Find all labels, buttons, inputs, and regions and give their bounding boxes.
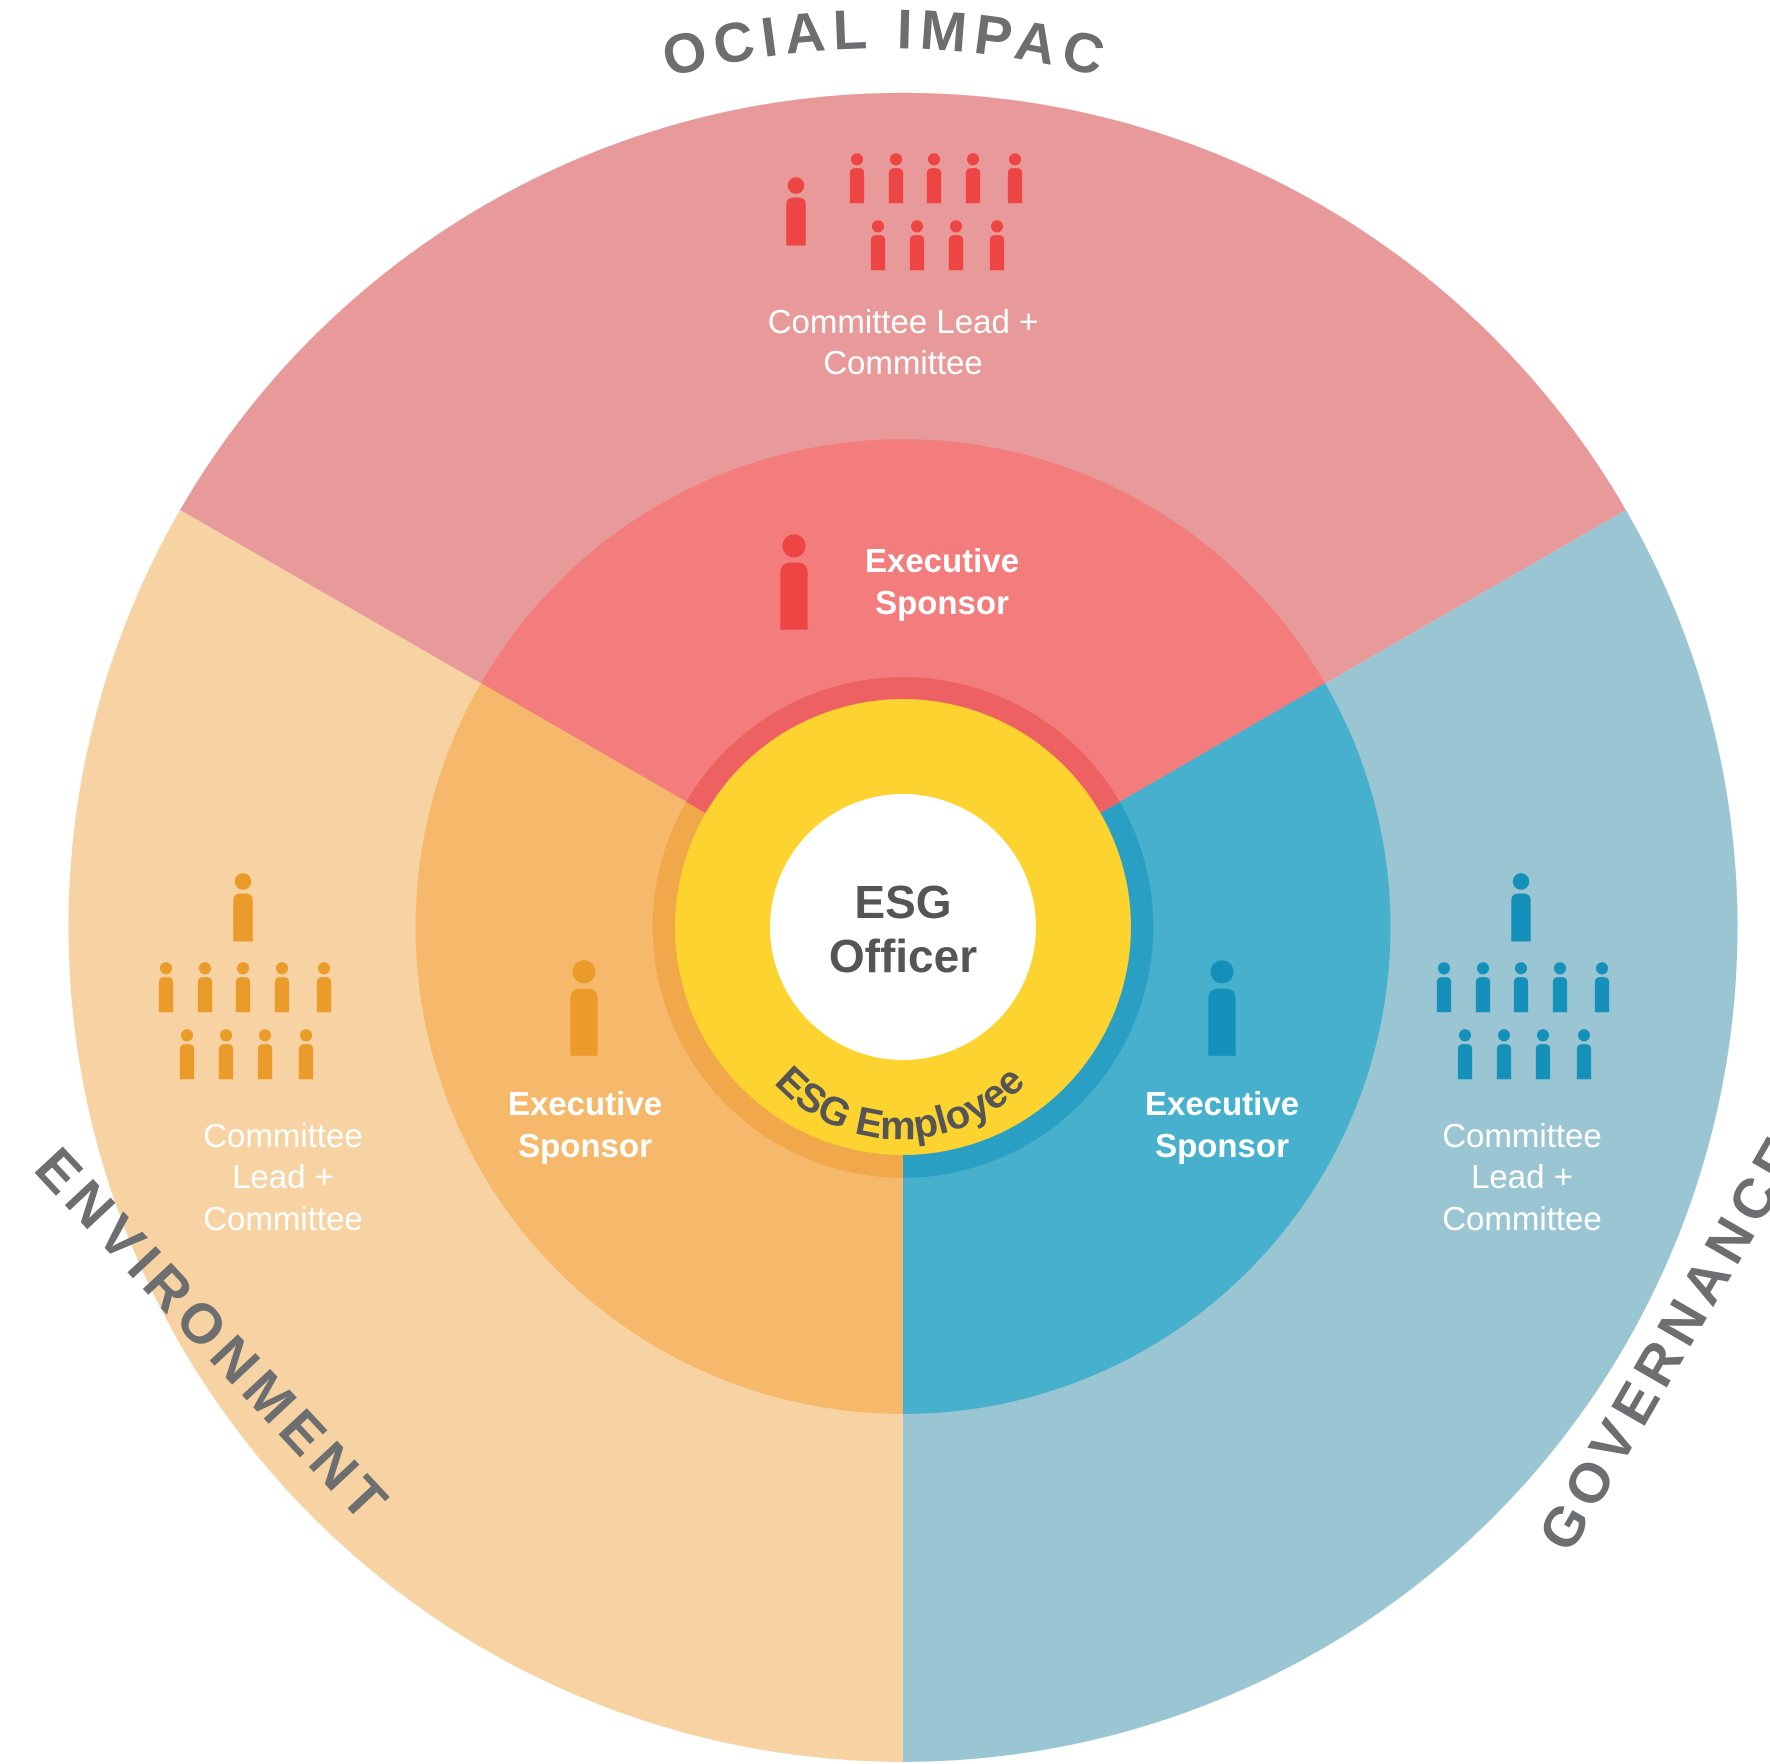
environment-committee-line2: Lead + xyxy=(232,1158,334,1195)
governance-committee-lead-icon xyxy=(1511,873,1531,942)
esg-officer-title-line1: ESG xyxy=(854,876,951,928)
environment-executive-sponsor-line2: Sponsor xyxy=(518,1127,652,1164)
environment-executive-sponsor-line1: Executive xyxy=(508,1085,662,1122)
governance-executive-sponsor-line1: Executive xyxy=(1145,1085,1299,1122)
social-executive-sponsor-icon xyxy=(780,534,808,630)
social-committee-lead-icon xyxy=(786,177,806,246)
environment-committee-lead-icon xyxy=(233,873,253,942)
environment-executive-sponsor-icon xyxy=(570,960,598,1056)
environment-committee-line1: Committee xyxy=(203,1117,363,1154)
governance-committee-line3: Committee xyxy=(1442,1200,1602,1237)
governance-committee-line2: Lead + xyxy=(1471,1158,1573,1195)
governance-committee-line1: Committee xyxy=(1442,1117,1602,1154)
esg-officer-title-line2: Officer xyxy=(829,930,977,982)
social-executive-sponsor-line1: Executive xyxy=(865,542,1019,579)
social-executive-sponsor-line2: Sponsor xyxy=(875,584,1009,621)
governance-executive-sponsor-icon xyxy=(1208,960,1236,1056)
environment-committee-line3: Committee xyxy=(203,1200,363,1237)
social-committee-line1: Committee Lead + xyxy=(768,303,1039,340)
governance-executive-sponsor-line2: Sponsor xyxy=(1155,1127,1289,1164)
social-impact-label: SOCIAL IMPACT xyxy=(0,0,1117,89)
esg-officer-core xyxy=(770,794,1036,1060)
social-committee-line2: Committee xyxy=(823,344,983,381)
